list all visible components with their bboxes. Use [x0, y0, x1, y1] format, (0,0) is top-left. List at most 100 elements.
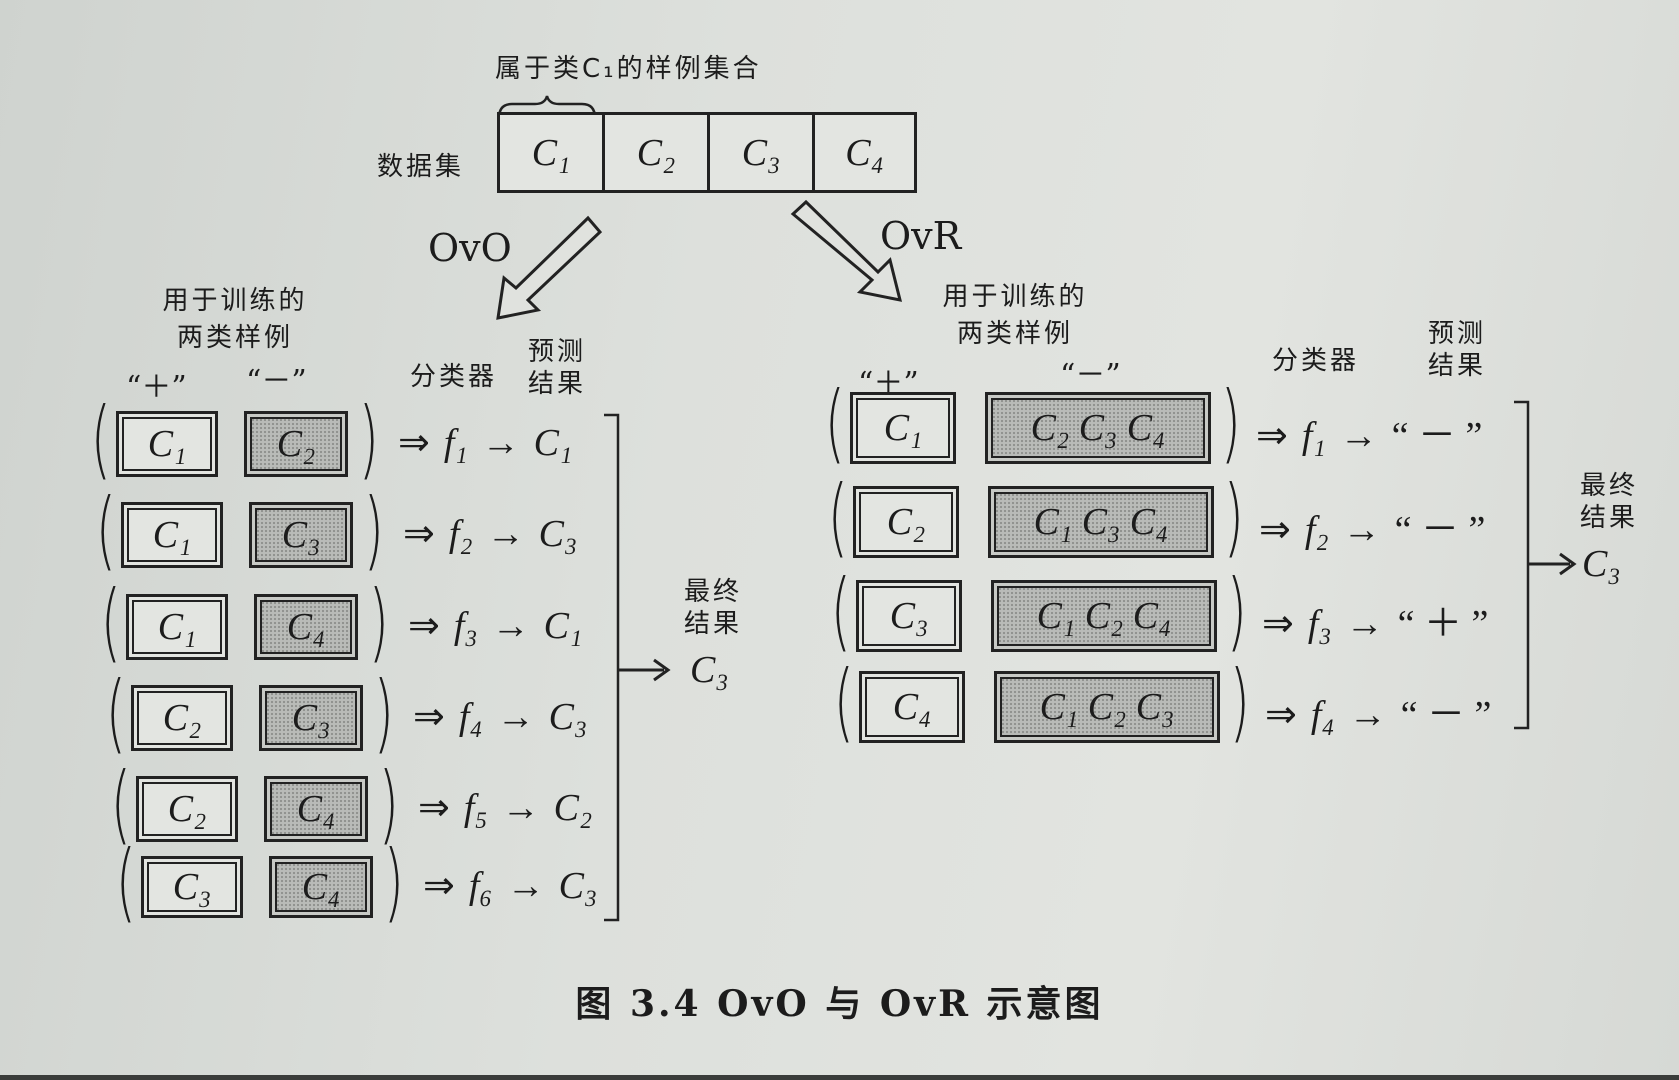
prediction: C₁: [533, 422, 573, 464]
classifier-name: f₃: [453, 605, 478, 647]
ovr-predict-label: 预测 结果: [1428, 318, 1486, 382]
implies-symbol: ⇒: [403, 513, 435, 555]
classifier-name: f₁: [1301, 415, 1326, 457]
ovo-positive-box: C₁: [121, 502, 223, 568]
ovo-final-label: 最终 结果: [684, 576, 742, 640]
right-paren: ): [1226, 561, 1247, 661]
left-paren: (: [90, 389, 111, 489]
ovo-predict-label-line1: 预测: [528, 337, 587, 367]
prediction: C₃: [548, 696, 588, 738]
right-paren: ): [1229, 652, 1250, 752]
ovo-negative-box: C₄: [254, 594, 358, 660]
ovr-classifier-output: ⇒ f₃ → “ ＋ ”: [1262, 592, 1488, 647]
right-paren: ): [383, 832, 404, 932]
ovr-positive-box: C₂: [853, 486, 959, 558]
ovo-negative-box: C₃: [259, 685, 363, 751]
ovr-train-label-line1: 用于训练的: [942, 282, 1088, 312]
ovr-positive-box: C₁: [850, 392, 956, 464]
implies-symbol: ⇒: [1259, 509, 1291, 551]
ovr-final-label-line1: 最终: [1580, 471, 1639, 501]
ovr-negative-box: C₁ C₂ C₃: [994, 671, 1220, 743]
ovr-final-label: 最终 结果: [1580, 470, 1638, 534]
left-paren: (: [830, 561, 851, 661]
arrow-symbol: →: [1339, 415, 1378, 457]
implies-symbol: ⇒: [1262, 603, 1294, 645]
ovr-negative-box: C₁ C₃ C₄: [988, 486, 1214, 558]
prediction: C₂: [553, 787, 593, 829]
ovr-bracket: [1514, 400, 1530, 730]
ovo-label: OvO: [428, 226, 512, 270]
ovo-positive-box: C₂: [136, 776, 238, 842]
prediction: “ ＋ ”: [1397, 603, 1489, 645]
classifier-name: f₂: [448, 513, 473, 555]
left-paren: (: [100, 572, 121, 672]
right-paren: ): [378, 754, 399, 854]
arrow-symbol: →: [501, 787, 540, 829]
ovo-neg-label: “－”: [246, 364, 307, 399]
ovo-positive-box: C₁: [126, 594, 228, 660]
ovo-train-label-line1: 用于训练的: [162, 286, 308, 316]
photo-edge: [0, 1075, 1679, 1080]
ovr-predict-label-line1: 预测: [1428, 319, 1487, 349]
classifier-name: f₆: [468, 865, 493, 907]
ovr-positive-box: C₃: [856, 580, 962, 652]
dataset-class-cell: C₄: [812, 112, 917, 193]
implies-symbol: ⇒: [413, 696, 445, 738]
prediction: C₃: [558, 865, 598, 907]
dataset-label: 数据集: [377, 152, 465, 182]
ovr-classifier-output: ⇒ f₂ → “ － ”: [1259, 498, 1485, 553]
ovo-positive-box: C₂: [131, 685, 233, 751]
left-paren: (: [105, 663, 126, 763]
right-paren: ): [358, 389, 379, 489]
classifier-name: f₄: [1310, 694, 1335, 736]
ovo-pos-label: “＋”: [126, 370, 187, 405]
implies-symbol: ⇒: [1265, 694, 1297, 736]
implies-symbol: ⇒: [398, 422, 430, 464]
prediction: “ － ”: [1394, 509, 1486, 551]
prediction: “ － ”: [1391, 415, 1483, 457]
dataset-class-cell: C₁: [497, 112, 605, 193]
right-paren: ): [1223, 467, 1244, 567]
implies-symbol: ⇒: [423, 865, 455, 907]
implies-symbol: ⇒: [418, 787, 450, 829]
ovo-final-label-line2: 结果: [684, 609, 743, 639]
classifier-name: f₂: [1304, 509, 1329, 551]
arrow-symbol: →: [1342, 509, 1381, 551]
ovo-classifier-label: 分类器: [410, 362, 498, 392]
classifier-name: f₃: [1307, 603, 1332, 645]
prediction: C₁: [543, 605, 583, 647]
arrow-symbol: →: [1345, 603, 1384, 645]
implies-symbol: ⇒: [408, 605, 440, 647]
ovo-final-label-line1: 最终: [684, 577, 743, 607]
prediction: C₃: [538, 513, 578, 555]
figure-caption: 图 3.4 OvO 与 OvR 示意图: [575, 983, 1104, 1025]
ovo-negative-box: C₃: [249, 502, 353, 568]
dataset-class-cell: C₂: [602, 112, 710, 193]
classifier-name: f₄: [458, 696, 483, 738]
right-paren: ): [363, 480, 384, 580]
left-paren: (: [824, 373, 845, 473]
dataset-class-cell: C₃: [707, 112, 815, 193]
ovo-classifier-output: ⇒f₅→C₂: [418, 785, 592, 830]
ovo-final-result: C₃: [690, 649, 729, 691]
ovr-arrow: [790, 199, 903, 302]
ovo-classifier-output: ⇒f₄→C₃: [413, 694, 587, 739]
arrow-symbol: →: [486, 513, 525, 555]
ovo-classifier-output: ⇒ f₂ → C₃: [403, 511, 577, 556]
ovo-arrow: [496, 215, 603, 320]
ovo-negative-box: C₄: [264, 776, 368, 842]
left-paren: (: [827, 467, 848, 567]
right-paren: ): [1220, 373, 1241, 473]
ovr-label: OvR: [880, 214, 962, 258]
ovr-final-result: C₃: [1582, 543, 1621, 585]
ovo-bracket: [604, 413, 620, 922]
ovo-negative-box: C₂: [244, 411, 348, 477]
classifier-name: f₁: [443, 422, 468, 464]
arrow-symbol: →: [1348, 694, 1387, 736]
brace-label: 属于类C₁的样例集合: [495, 54, 762, 84]
arrow-symbol: →: [506, 865, 545, 907]
ovo-negative-box: C₄: [269, 856, 373, 918]
ovr-train-label: 用于训练的 两类样例: [935, 276, 1095, 350]
left-paren: (: [95, 480, 116, 580]
